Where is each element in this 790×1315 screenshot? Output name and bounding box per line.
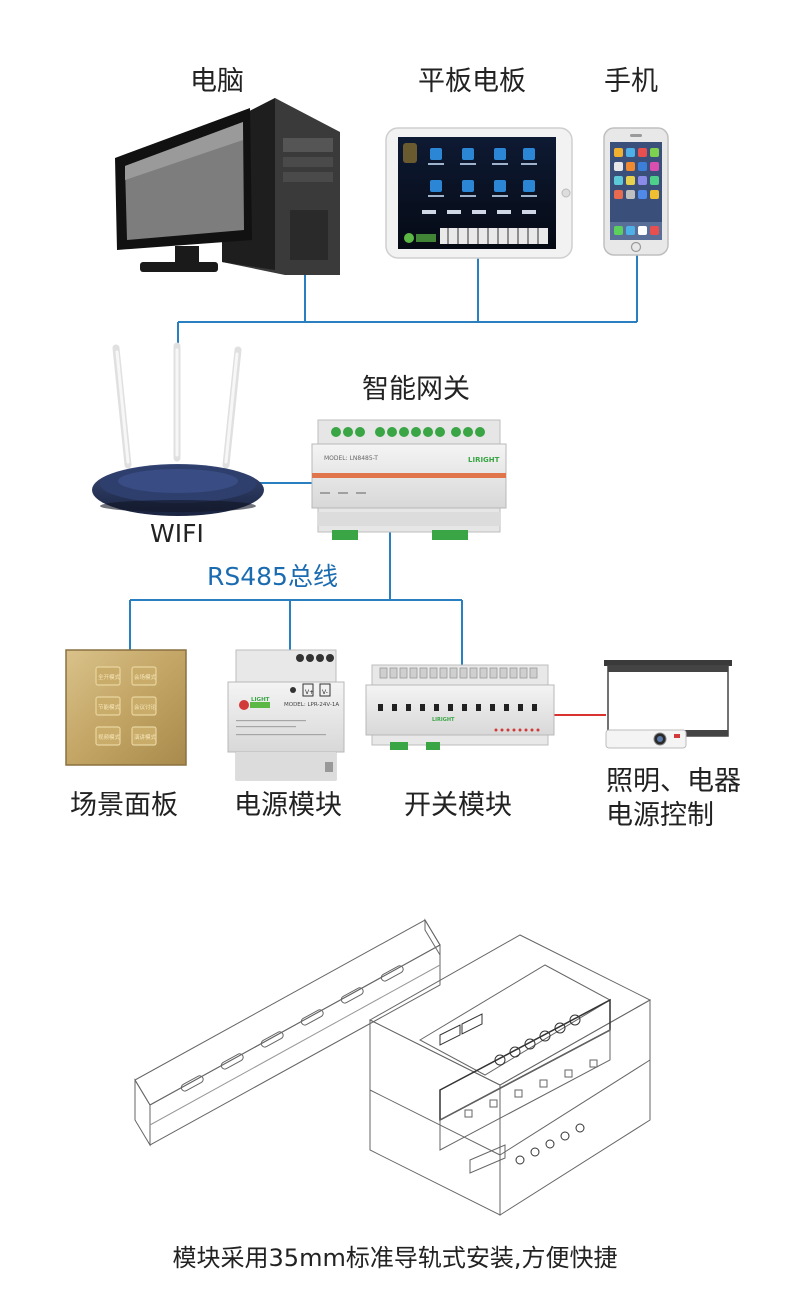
scene-button-5: 视频模式 xyxy=(98,733,121,741)
label-switch-module: 开关模块 xyxy=(404,790,512,821)
installation-caption: 模块采用35mm标准导轨式安装,方便快捷 xyxy=(172,1244,618,1272)
network-lines xyxy=(129,255,638,665)
gateway-brand-text: LIRIGHT xyxy=(468,456,500,464)
label-scene-panel: 场景面板 xyxy=(70,790,178,821)
switch-brand-text: LIRIGHT xyxy=(432,717,455,723)
power-model-text: MODEL: LPR-24V-1A xyxy=(284,702,339,708)
module-wireframe-drawing xyxy=(368,934,652,1216)
label-computer: 电脑 xyxy=(190,66,244,97)
scene-button-6: 演讲模式 xyxy=(134,733,157,741)
label-lighting-control-1: 照明、电器 xyxy=(606,766,741,797)
scene-button-labels: 全开模式 会场模式 节能模式 会议讨论 视频模式 演讲模式 xyxy=(98,673,157,741)
computer-icon xyxy=(115,98,340,275)
gateway-model-text: MODEL: LN8485-T xyxy=(324,455,378,462)
switch-module-device xyxy=(365,664,555,750)
power-v-minus: V- xyxy=(322,689,328,696)
scene-button-2: 会场模式 xyxy=(134,673,157,681)
label-phone: 手机 xyxy=(604,66,658,97)
scene-button-1: 全开模式 xyxy=(98,673,121,681)
smart-gateway-device xyxy=(311,419,507,540)
scene-button-3: 节能模式 xyxy=(98,703,121,711)
label-rs485-bus: RS485总线 xyxy=(207,562,338,591)
label-lighting-control-2: 电源控制 xyxy=(606,800,714,831)
phone-icon xyxy=(603,127,669,256)
projector-screen-icon xyxy=(604,660,732,749)
scene-panel-device xyxy=(65,649,187,766)
tablet-icon xyxy=(385,127,573,259)
wifi-router-icon xyxy=(92,342,264,516)
power-brand-text: LIGHT xyxy=(251,697,270,703)
scene-button-4: 会议讨论 xyxy=(134,703,157,711)
label-tablet: 平板电板 xyxy=(418,66,526,97)
label-wifi: WIFI xyxy=(150,519,204,548)
label-power-module: 电源模块 xyxy=(234,790,342,821)
power-v-plus: V+ xyxy=(305,689,314,696)
din-rail-drawing xyxy=(134,918,441,1147)
power-module-device xyxy=(227,649,345,781)
label-gateway: 智能网关 xyxy=(362,374,470,405)
